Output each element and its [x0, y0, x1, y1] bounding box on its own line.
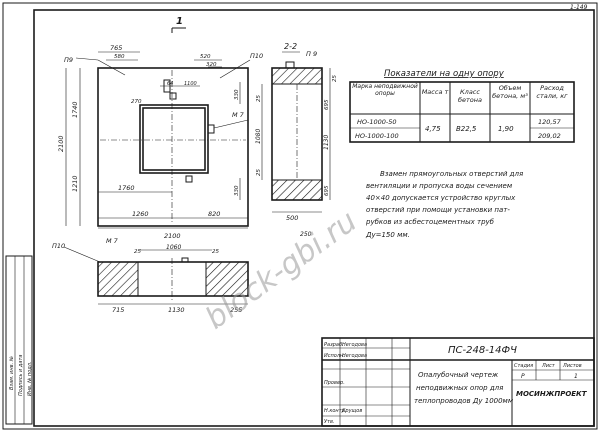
dim-label: 695 — [324, 99, 330, 110]
title-block-name: Негодова — [342, 353, 367, 359]
note-line: отверстий при помощи установки пат- — [366, 206, 510, 214]
dim-label: 255 — [230, 306, 242, 314]
table-title: Показатели на одну опору — [384, 69, 505, 79]
table-cell-class: B22,5 — [456, 125, 477, 133]
title-block-name: Хрущов — [341, 408, 362, 414]
table-cell-mark: НО-1000-100 — [355, 132, 399, 140]
dim-label: 2100 — [57, 135, 65, 152]
dim-label: 520 — [200, 54, 211, 60]
title-block-organization: МОСИНЖПРОЕКТ — [516, 390, 588, 398]
note-line: вентиляции и пропуска воды сечением — [366, 182, 513, 190]
table-header: Расход стали, кг — [536, 84, 568, 100]
title-block-stage-value: 1 — [574, 373, 578, 380]
dim-label: 695 — [324, 185, 330, 196]
title-block-role: Провер. — [324, 380, 345, 386]
table-header: Масса т — [421, 88, 449, 96]
dim-label: 25 — [256, 169, 262, 176]
title-block-stage-header: Стадия — [514, 363, 533, 369]
dim-label: 765 — [110, 44, 122, 52]
dim-label: 330 — [234, 185, 240, 196]
dim-label: 330 — [234, 89, 240, 100]
callout-m7: М 7 — [232, 111, 245, 119]
dim-label: 1740 — [71, 101, 79, 118]
elevation-hatch-left — [97, 261, 139, 297]
title-block-stage-header: Листов — [562, 363, 582, 369]
elevation-hatch-right — [205, 261, 249, 297]
plan-view: 1 765 580 520 320 64 1100 270 — [57, 16, 263, 240]
plan-vent — [185, 175, 193, 183]
table-cell-mark: НО-1000-50 — [357, 118, 397, 126]
dim-label: 1060 — [166, 244, 181, 251]
callout-p10: П10 — [250, 52, 263, 60]
callout-p9: П9 — [64, 56, 73, 64]
title-block-code: ПС-248-14ФЧ — [448, 345, 517, 356]
section-hatch-bottom — [271, 179, 323, 201]
plan-vent — [207, 124, 215, 134]
dim-label: 320 — [206, 62, 217, 68]
dim-label: 25 — [134, 249, 141, 255]
table-cell-mass: 4,75 — [425, 125, 441, 133]
table-cell-volume: 1,90 — [498, 125, 514, 133]
title-block-stage-value: Р — [521, 373, 525, 380]
dim-label: 2100 — [164, 232, 181, 240]
side-stamp-line: Взам. инв. № — [9, 356, 15, 390]
sheet-inner-frame — [33, 9, 595, 427]
title-block-role: Разраб. — [324, 342, 344, 348]
side-stamp: Взам. инв. № Подпись и дата Инв. № подл. — [5, 255, 33, 425]
note-text: Взамен прямоугольных отверстий для венти… — [365, 170, 523, 239]
table-header: Объем бетона, м³ — [492, 84, 528, 100]
note-line: 40×40 допускается устройство круглых — [366, 194, 516, 202]
elevation-view: П10 М 7 25 1060 25 715 1130 255 — [52, 237, 249, 314]
dim-label: 1760 — [118, 184, 135, 192]
view-number: 1 — [176, 16, 183, 27]
callout-p9: П 9 — [306, 50, 317, 58]
title-block-role: Исполн. — [324, 353, 345, 359]
title-block-role: Н.контр. — [324, 408, 346, 414]
dim-label: 1130 — [323, 135, 330, 150]
title-block-stage-header: Лист — [541, 363, 556, 369]
section-label: 2-2 — [284, 42, 297, 51]
title-block-description: Опалубочный чертеж — [418, 371, 499, 379]
note-line: Взамен прямоугольных отверстий для — [380, 170, 523, 178]
title-block-description: теплопроводов Ду 1000мм — [414, 397, 514, 405]
parameters-table: Показатели на одну опору Марка неподвижн… — [349, 69, 575, 143]
side-stamp-line: Подпись и дата — [18, 355, 24, 396]
dim-label: 250 — [300, 231, 312, 238]
title-block: ПС-248-14ФЧ Разраб. Исполн. Провер. Н.ко… — [321, 337, 595, 427]
plan-vent — [169, 92, 177, 100]
dim-label: 25 — [332, 75, 338, 82]
dim-label: 25 — [212, 249, 219, 255]
table-cell-steel: 120,57 — [538, 118, 562, 126]
dim-label: 715 — [112, 306, 124, 314]
dim-label: 820 — [208, 210, 220, 218]
dim-label: 1080 — [255, 129, 262, 144]
note-line: рубков из асбестоцементных труб — [365, 218, 495, 226]
title-block-role: Утв. — [324, 419, 335, 425]
dim-label: 1100 — [184, 81, 197, 87]
dim-label: 500 — [286, 214, 298, 222]
title-block-description: неподвижных опор для — [416, 384, 503, 392]
dim-label: 25 — [256, 95, 262, 102]
callout-m7: М 7 — [106, 237, 119, 245]
section-2-2: 2-2 П 9 695 1130 695 25 1080 25 25 500 2… — [255, 42, 338, 238]
table-cell-steel: 209,02 — [538, 132, 561, 140]
dim-label: 1130 — [168, 306, 185, 314]
note-line: Ду=150 мм. — [365, 231, 410, 239]
plan-pipe-opening — [139, 104, 209, 174]
dim-label: 1260 — [132, 210, 149, 218]
title-block-name: Негодова — [342, 342, 367, 348]
section-hatch-top — [271, 67, 323, 85]
dim-label: 64 — [167, 81, 173, 87]
dim-label: 270 — [131, 99, 142, 105]
plan-slab-outline — [97, 67, 249, 227]
table-header: Марка неподвижной опоры — [352, 83, 418, 97]
dim-label: 1210 — [71, 175, 79, 192]
side-stamp-line: Инв. № подл. — [27, 362, 33, 397]
corner-mark: 1-149 — [570, 4, 588, 11]
dim-label: 580 — [114, 54, 125, 60]
table-header: Класс бетона — [457, 88, 482, 104]
callout-p10: П10 — [52, 242, 65, 250]
